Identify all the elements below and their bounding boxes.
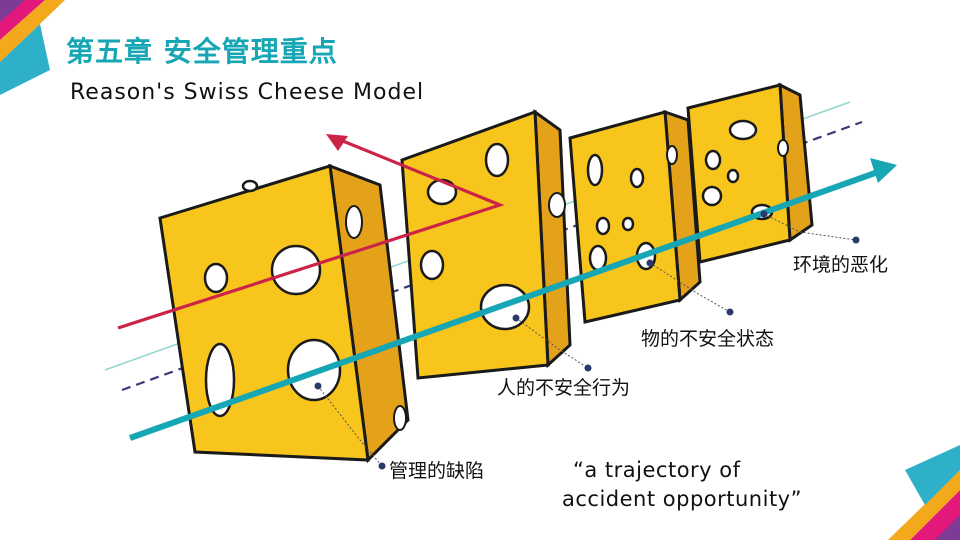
corner-decoration-bottom-right xyxy=(888,445,960,540)
cheese-slice-3 xyxy=(568,109,702,324)
label-environment: 环境的恶化 xyxy=(793,254,889,276)
cheese-slice-2 xyxy=(400,108,572,380)
corner-decoration-top-left xyxy=(0,0,65,95)
label-management: 管理的缺陷 xyxy=(389,460,485,482)
quote-line-2: accident opportunity” xyxy=(562,487,802,511)
page-subtitle: Reason's Swiss Cheese Model xyxy=(70,80,425,105)
teal-trajectory-arrow xyxy=(128,158,897,441)
page-title: 第五章 安全管理重点 xyxy=(66,35,338,68)
quote-line-1: “a trajectory of xyxy=(573,458,741,482)
red-trajectory-arrow xyxy=(117,134,505,330)
label-human: 人的不安全行为 xyxy=(497,377,631,399)
callout-leaders xyxy=(317,213,857,467)
callout-dots xyxy=(314,210,860,470)
label-object: 物的不安全状态 xyxy=(641,328,775,350)
